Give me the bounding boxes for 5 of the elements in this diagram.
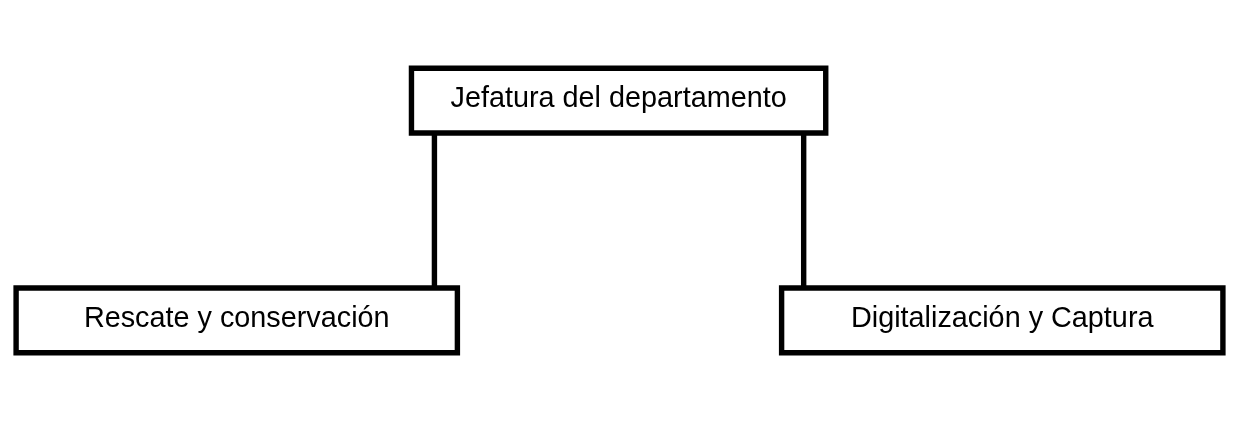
- node-box: Jefatura del departamento: [408, 65, 829, 136]
- connector: [800, 133, 807, 288]
- connector: [431, 133, 438, 288]
- node-box: Rescate y conservación: [13, 285, 461, 356]
- node-box: Digitalización y Captura: [778, 285, 1226, 356]
